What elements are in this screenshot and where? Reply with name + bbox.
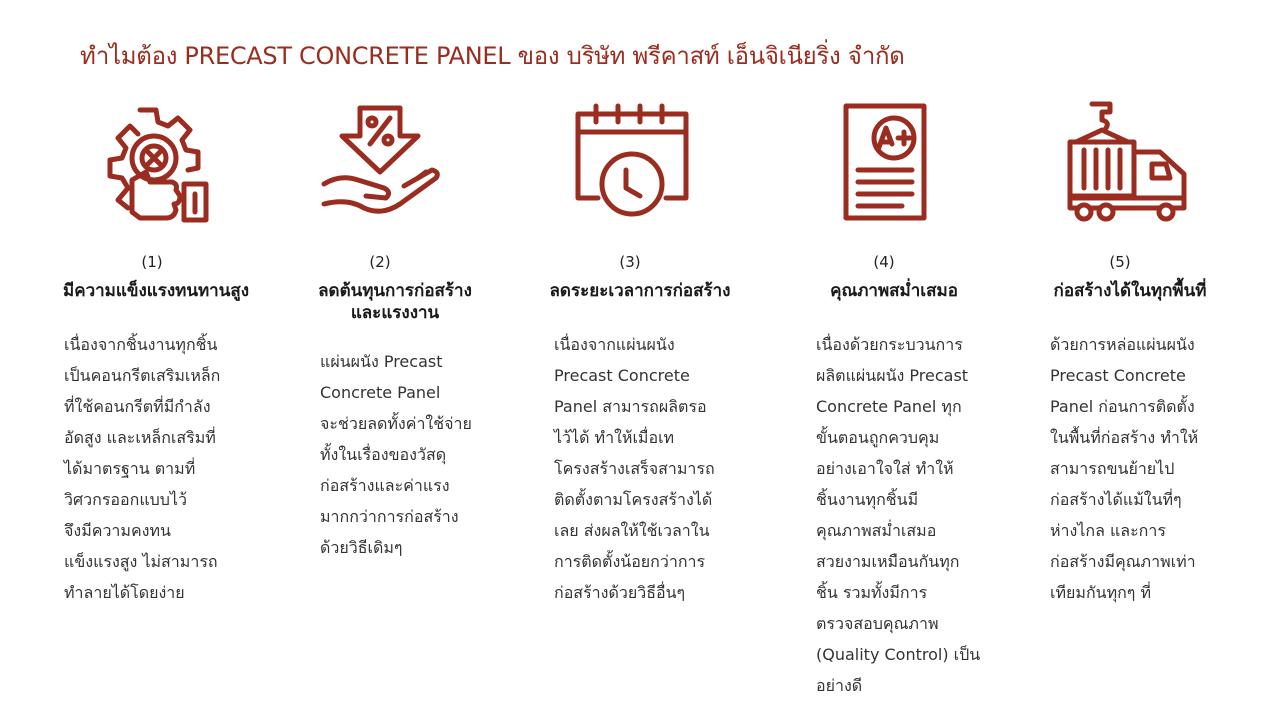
body-line: ด้วยวิธีเดิมๆ [320, 538, 403, 557]
body-line: ด้วยการหล่อแผ่นผนัง [1050, 335, 1195, 354]
body-line: สามารถขนย้ายไป [1050, 459, 1175, 478]
body-line: ได้มาตรฐาน ตามที่ [64, 459, 196, 478]
item-heading: ลดระยะเวลาการก่อสร้าง [520, 280, 760, 302]
body-line: Concrete Panel ทุก [816, 397, 962, 416]
item-heading: คุณภาพสม่ำเสมอ [774, 280, 1014, 302]
body-line: ผลิตแผ่นผนัง Precast [816, 366, 969, 385]
body-line: Precast Concrete [1050, 366, 1186, 385]
body-line: Panel ก่อนการติดตั้ง [1050, 397, 1195, 416]
hand-discount-icon [318, 100, 448, 230]
item-body: แผ่นผนัง Precast Concrete Panel จะช่วยลด… [320, 346, 500, 563]
body-line: ตรวจสอบคุณภาพ [816, 614, 939, 633]
body-line: ติดตั้งตามโครงสร้างได้ [554, 490, 713, 509]
body-line: Panel สามารถผลิตรอ [554, 397, 707, 416]
body-line: เนื่องจากแผ่นผนัง [554, 335, 675, 354]
body-line: อย่างเอาใจใส่ ทำให้ [816, 459, 954, 478]
body-line: อย่างดี [816, 676, 863, 695]
item-body: ด้วยการหล่อแผ่นผนัง Precast Concrete Pan… [1050, 329, 1230, 608]
body-line: แข็งแรงสูง ไม่สามารถ [64, 552, 218, 571]
heading-line: คุณภาพสม่ำเสมอ [830, 281, 958, 301]
body-line: ชิ้น รวมทั้งมีการ [816, 583, 928, 602]
body-line: จึงมีความคงทน [64, 521, 171, 540]
heading-line: และแรงงาน [350, 303, 440, 323]
body-line: สวยงามเหมือนกันทุก [816, 552, 960, 571]
body-line: Precast Concrete [554, 366, 690, 385]
body-line: เป็นคอนกรีตเสริมเหล็ก [64, 366, 221, 385]
body-line: เนื่องจากชิ้นงานทุกชิ้น [64, 335, 218, 354]
body-line: จะช่วยลดทั้งค่าใช้จ่าย [320, 414, 472, 433]
body-line: ทั้งในเรื่องของวัสดุ [320, 445, 447, 464]
body-line: อัดสูง และเหล็กเสริมที่ [64, 428, 216, 447]
body-line: ที่ใช้คอนกรีตที่มีกำลัง [64, 397, 211, 416]
body-line: ทำลายได้โดยง่าย [64, 583, 185, 602]
body-line: ก่อสร้างมีคุณภาพเท่า [1050, 552, 1196, 571]
body-line: ห่างไกล และการ [1050, 521, 1166, 540]
calendar-clock-icon [568, 100, 698, 230]
item-number: (2) [369, 253, 391, 271]
body-line: (Quality Control) เป็น [816, 645, 981, 664]
container-truck-icon [1062, 100, 1192, 230]
item-number: (3) [619, 253, 641, 271]
a-plus-document-icon [830, 100, 960, 230]
body-line: การติดตั้งน้อยกว่าการ [554, 552, 706, 571]
body-line: ในพื้นที่ก่อสร้าง ทำให้ [1050, 428, 1199, 447]
body-line: Concrete Panel [320, 383, 441, 402]
body-line: วิศวกรออกแบบไว้ [64, 490, 187, 509]
item-heading: มีความแข็งแรงทนทานสูง [36, 280, 276, 302]
heading-line: ลดต้นทุนการก่อสร้าง [318, 281, 472, 301]
heading-line: ก่อสร้างได้ในทุกพื้นที่ [1053, 281, 1207, 301]
body-line: เทียมกันทุกๆ ที่ [1050, 583, 1152, 602]
heading-line: มีความแข็งแรงทนทานสูง [62, 281, 250, 301]
item-body: เนื่องจากแผ่นผนัง Precast Concrete Panel… [554, 329, 734, 608]
item-body: เนื่องด้วยกระบวนการ ผลิตแผ่นผนัง Precast… [816, 329, 996, 701]
body-line: แผ่นผนัง Precast [320, 352, 443, 371]
body-line: ชิ้นงานทุกชิ้นมี [816, 490, 919, 509]
page-title: ทำไมต้อง PRECAST CONCRETE PANEL ของ บริษ… [80, 42, 905, 70]
body-line: ก่อสร้างและค่าแรง [320, 476, 450, 495]
body-line: คุณภาพสม่ำเสมอ [816, 521, 937, 540]
body-line: ขั้นตอนถูกควบคุม [816, 428, 940, 447]
body-line: เนื่องด้วยกระบวนการ [816, 335, 963, 354]
body-line: ไว้ได้ ทำให้เมื่อเท [554, 428, 675, 447]
body-line: เลย ส่งผลให้ใช้เวลาใน [554, 521, 710, 540]
body-line: โครงสร้างเสร็จสามารถ [554, 459, 715, 478]
item-number: (4) [873, 253, 895, 271]
item-number: (5) [1109, 253, 1131, 271]
item-number: (1) [141, 253, 163, 271]
body-line: มากกว่าการก่อสร้าง [320, 507, 459, 526]
item-heading: ก่อสร้างได้ในทุกพื้นที่ [1010, 280, 1250, 302]
item-heading: ลดต้นทุนการก่อสร้าง และแรงงาน [275, 280, 515, 324]
body-line: ก่อสร้างได้แม้ในที่ๆ [1050, 490, 1182, 509]
gear-thumbs-up-icon [88, 100, 218, 230]
heading-line: ลดระยะเวลาการก่อสร้าง [549, 281, 731, 301]
item-body: เนื่องจากชิ้นงานทุกชิ้น เป็นคอนกรีตเสริม… [64, 329, 244, 608]
body-line: ก่อสร้างด้วยวิธีอื่นๆ [554, 583, 686, 602]
